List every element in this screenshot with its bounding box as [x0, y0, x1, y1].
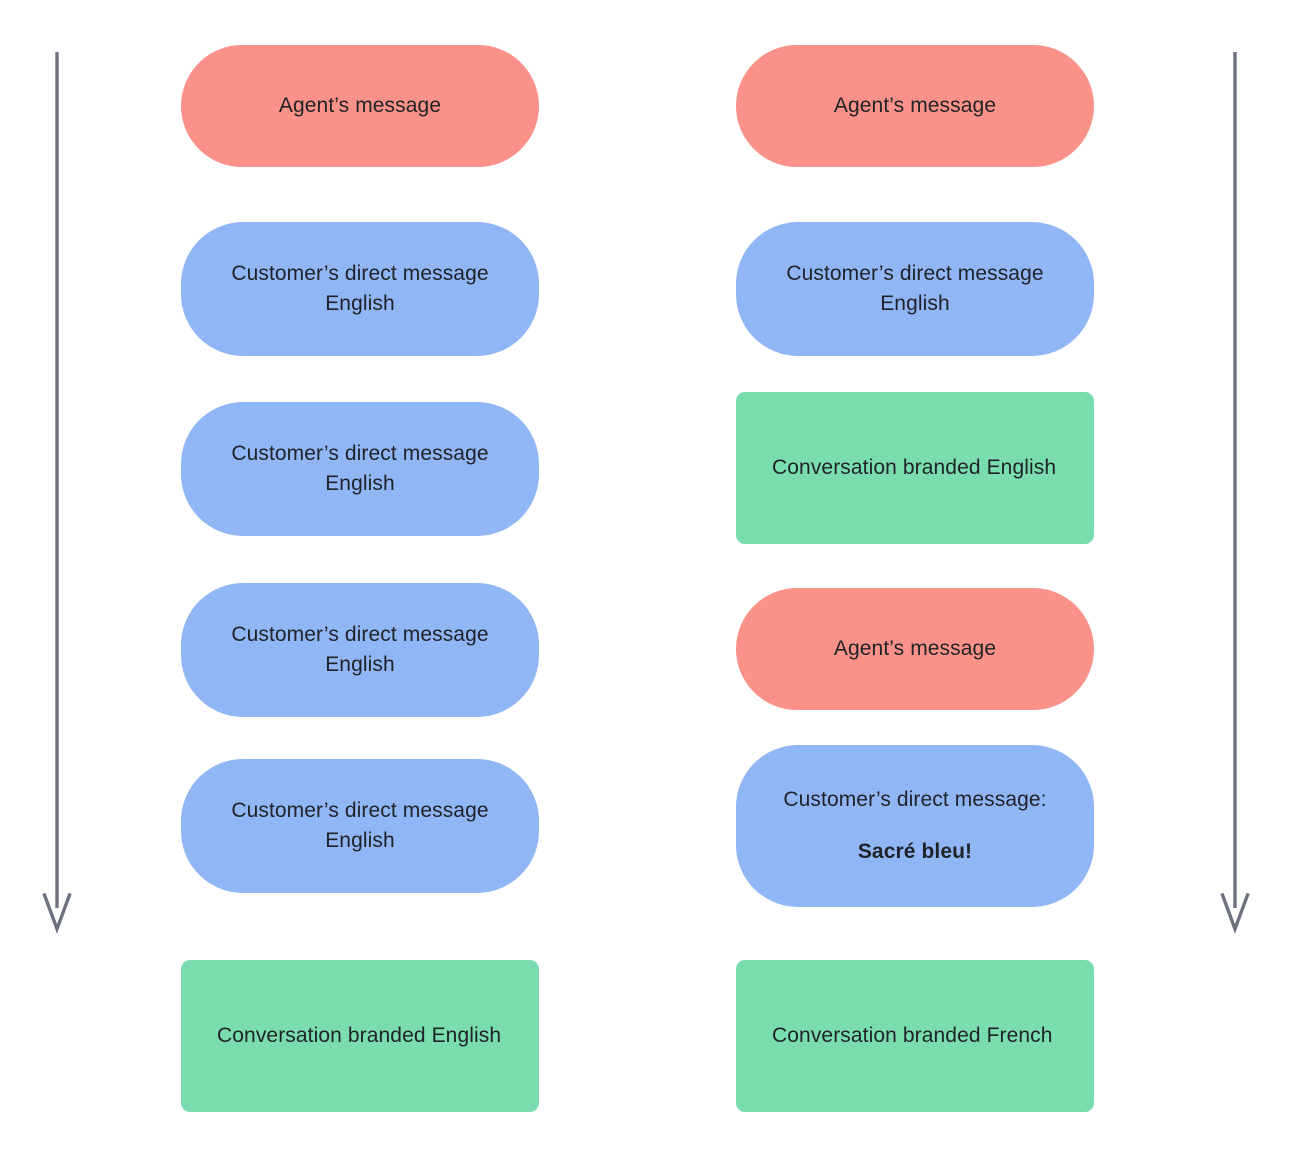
bubble-line: Conversation branded English	[217, 1024, 502, 1047]
message-bubble-agent: Agent’s message	[736, 45, 1094, 167]
message-bubble-agent: Agent’s message	[736, 588, 1094, 710]
bubble-line: Agent’s message	[833, 637, 997, 660]
bubble-line: Conversation branded English	[772, 456, 1057, 479]
bubble-line: Agent’s message	[278, 94, 442, 117]
message-bubble-branded: Conversation branded French	[736, 960, 1094, 1112]
message-bubble-customer: Customer’s direct message: Sacré bleu!	[736, 745, 1094, 907]
bubble-line: Customer’s direct message	[786, 262, 1044, 285]
message-bubble-branded: Conversation branded English	[181, 960, 539, 1112]
left-flow-arrow	[42, 52, 72, 934]
bubble-line: Agent’s message	[833, 94, 997, 117]
bubble-line: Customer’s direct message	[231, 262, 489, 285]
bubble-line: Conversation branded French	[772, 1024, 1053, 1047]
bubble-line: English	[325, 653, 395, 676]
bubble-line: Customer’s direct message	[231, 442, 489, 465]
message-bubble-branded: Conversation branded English	[736, 392, 1094, 544]
bubble-line: English	[880, 292, 950, 315]
bubble-line: Sacré bleu!	[857, 840, 973, 863]
bubble-line: English	[325, 472, 395, 495]
bubble-line: Customer’s direct message:	[783, 788, 1047, 811]
bubble-line: Customer’s direct message	[231, 799, 489, 822]
right-flow-arrow	[1220, 52, 1250, 934]
bubble-line: English	[325, 829, 395, 852]
message-bubble-agent: Agent’s message	[181, 45, 539, 167]
bubble-line: Customer’s direct message	[231, 623, 489, 646]
bubble-line: English	[325, 292, 395, 315]
